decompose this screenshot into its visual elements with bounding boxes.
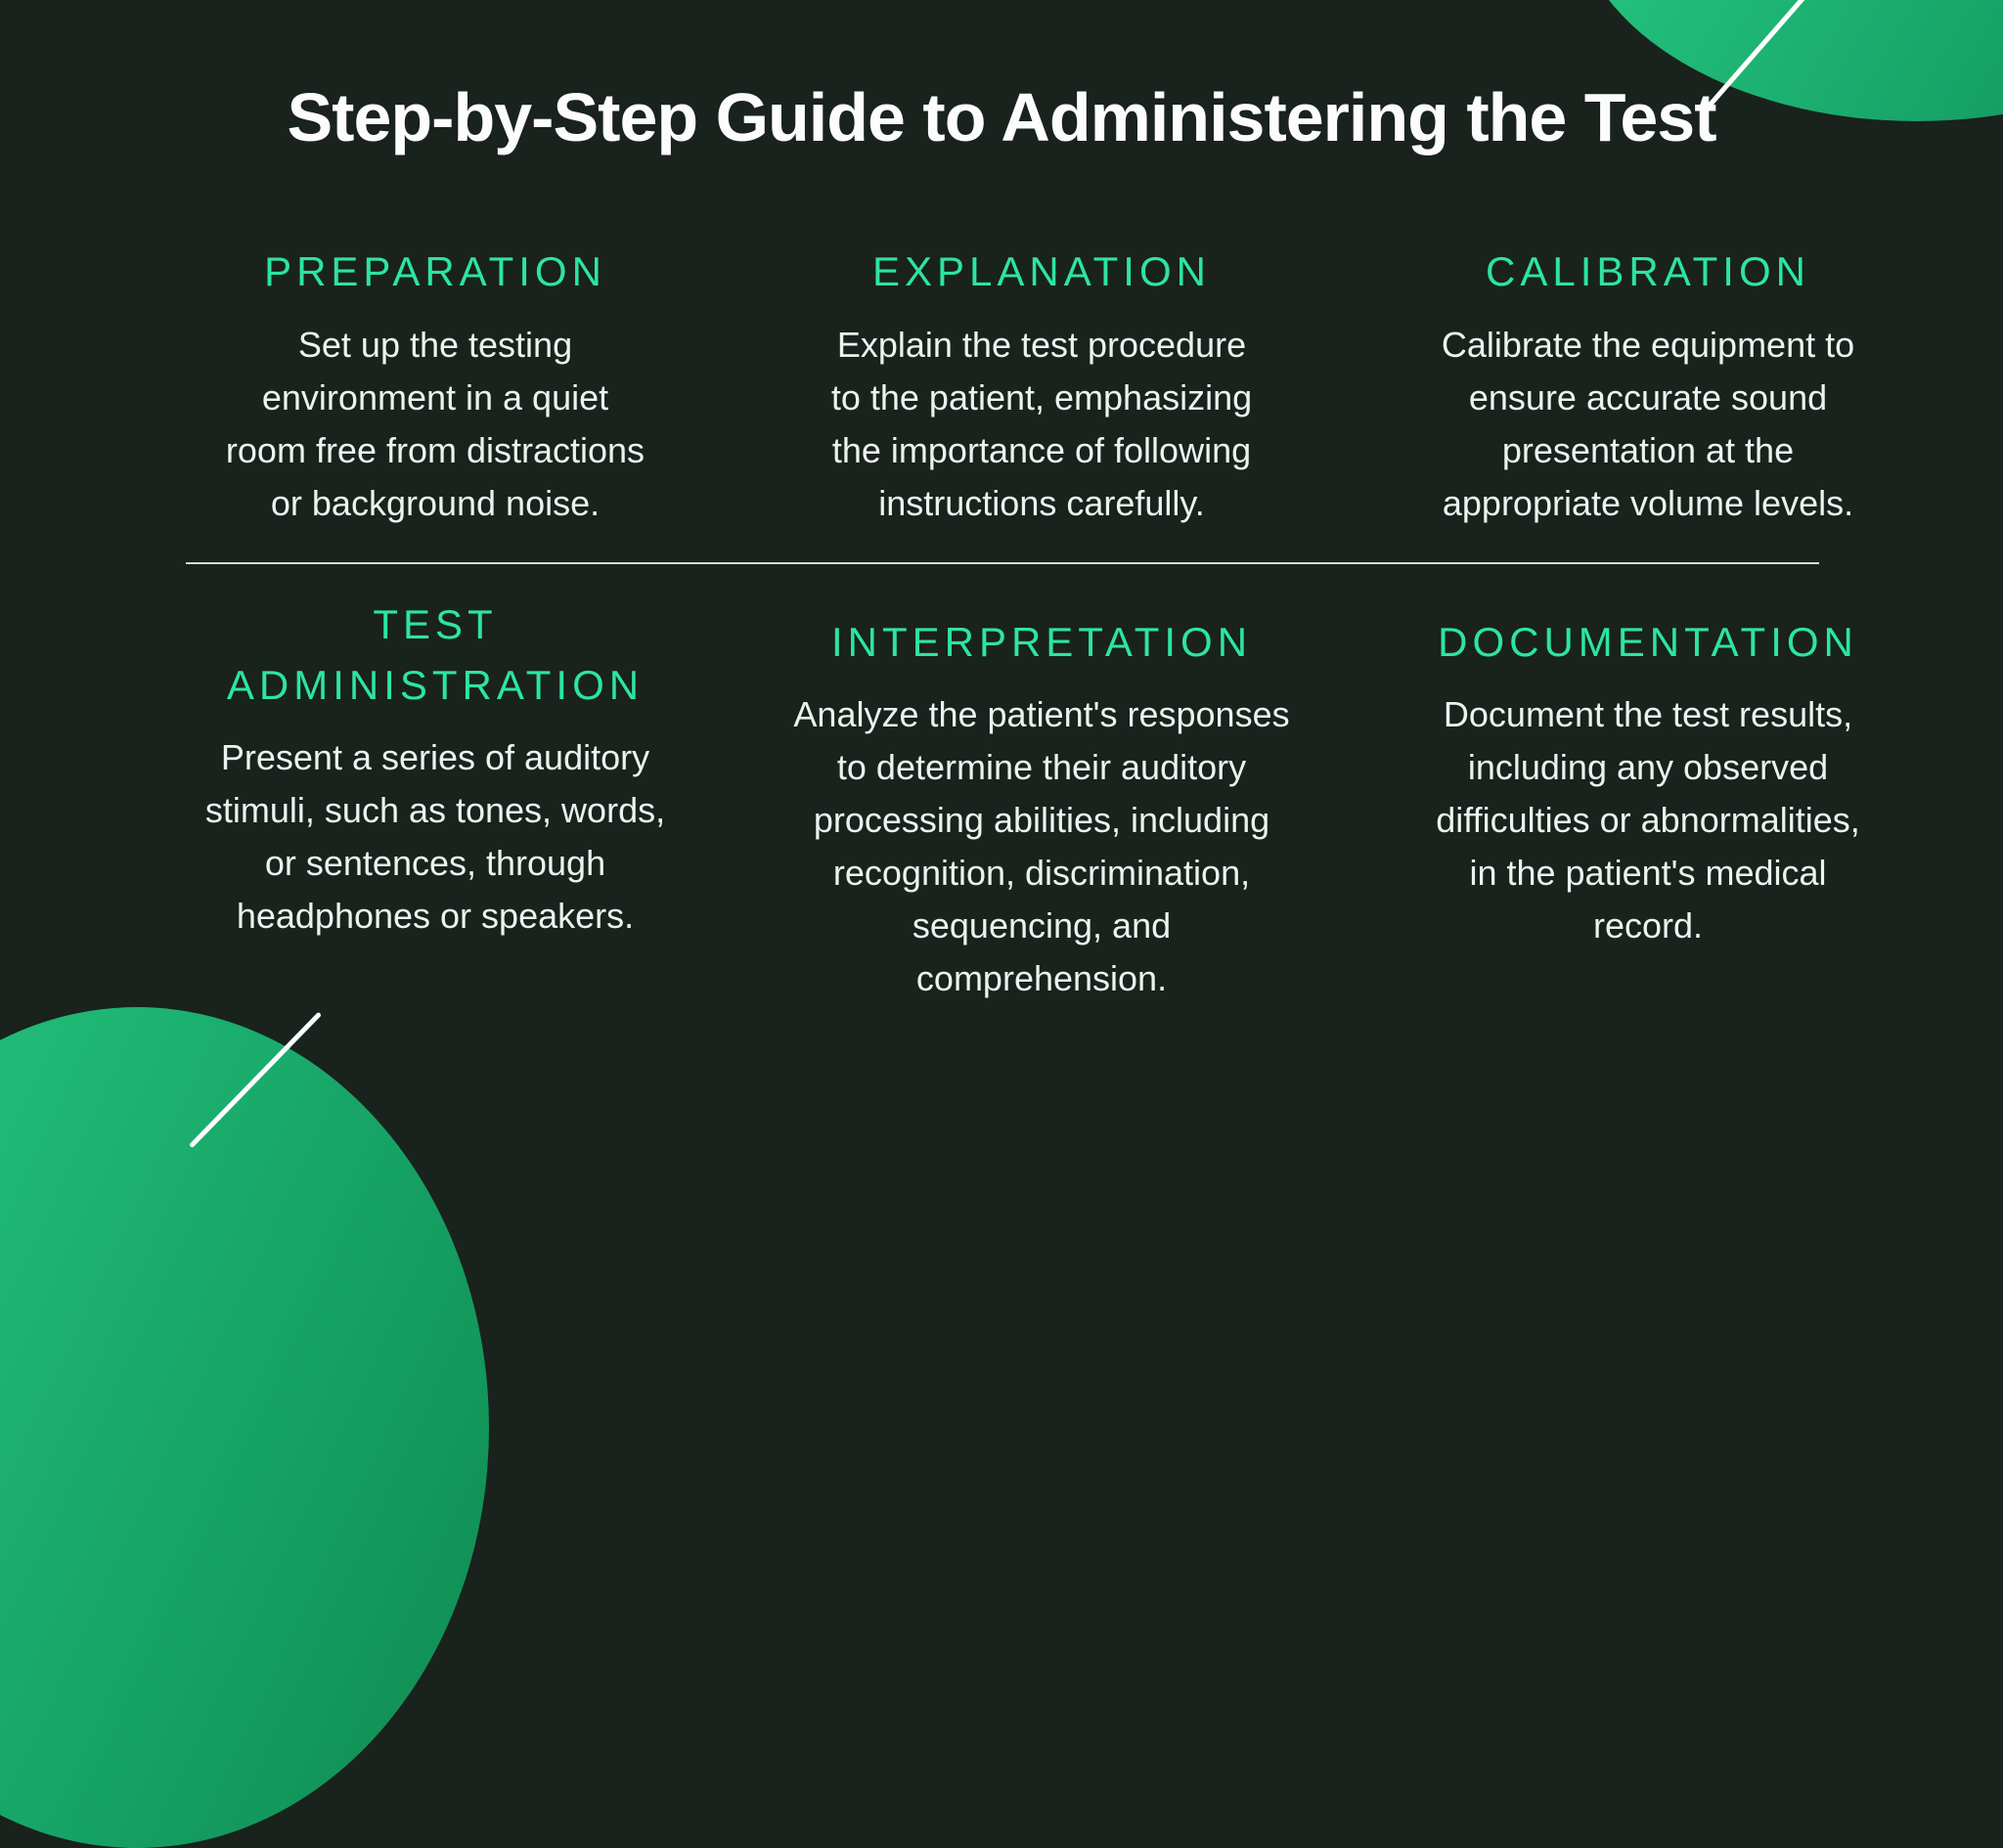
step-explanation-description: Explain the test procedure to the patien… [830, 325, 1253, 523]
step-calibration-description: Calibrate the equipment to ensure accura… [1441, 325, 1855, 523]
step-preparation: PREPARATION Set up the testing environme… [132, 242, 738, 530]
steps-row-top: PREPARATION Set up the testing environme… [132, 242, 1951, 530]
bottom-left-circle-decoration [0, 1007, 489, 1848]
step-interpretation-heading: INTERPRETATION [830, 619, 1253, 665]
step-explanation-heading: EXPLANATION [872, 248, 1211, 294]
step-interpretation-description: Analyze the patient's responses to deter… [793, 694, 1290, 998]
page-title: Step-by-Step Guide to Administering the … [287, 79, 1716, 155]
steps-row-bottom: TEST ADMINISTRATION Present a series of … [132, 587, 1951, 1005]
step-documentation-description: Document the test results, including any… [1436, 694, 1860, 946]
horizontal-divider [186, 562, 1819, 564]
step-test-administration-heading: TEST ADMINISTRATION [226, 601, 645, 708]
step-calibration: CALIBRATION Calibrate the equipment to e… [1345, 242, 1951, 530]
step-test-administration-description: Present a series of auditory stimuli, su… [204, 737, 666, 936]
step-documentation: DOCUMENTATION Document the test results,… [1345, 587, 1951, 1005]
step-calibration-heading: CALIBRATION [1486, 248, 1810, 294]
step-documentation-heading: DOCUMENTATION [1438, 619, 1858, 665]
step-explanation: EXPLANATION Explain the test procedure t… [738, 242, 1345, 530]
step-interpretation: INTERPRETATION Analyze the patient's res… [738, 587, 1345, 1005]
step-preparation-description: Set up the testing environment in a quie… [225, 325, 645, 523]
step-test-administration: TEST ADMINISTRATION Present a series of … [132, 587, 738, 1005]
step-preparation-heading: PREPARATION [264, 248, 606, 294]
